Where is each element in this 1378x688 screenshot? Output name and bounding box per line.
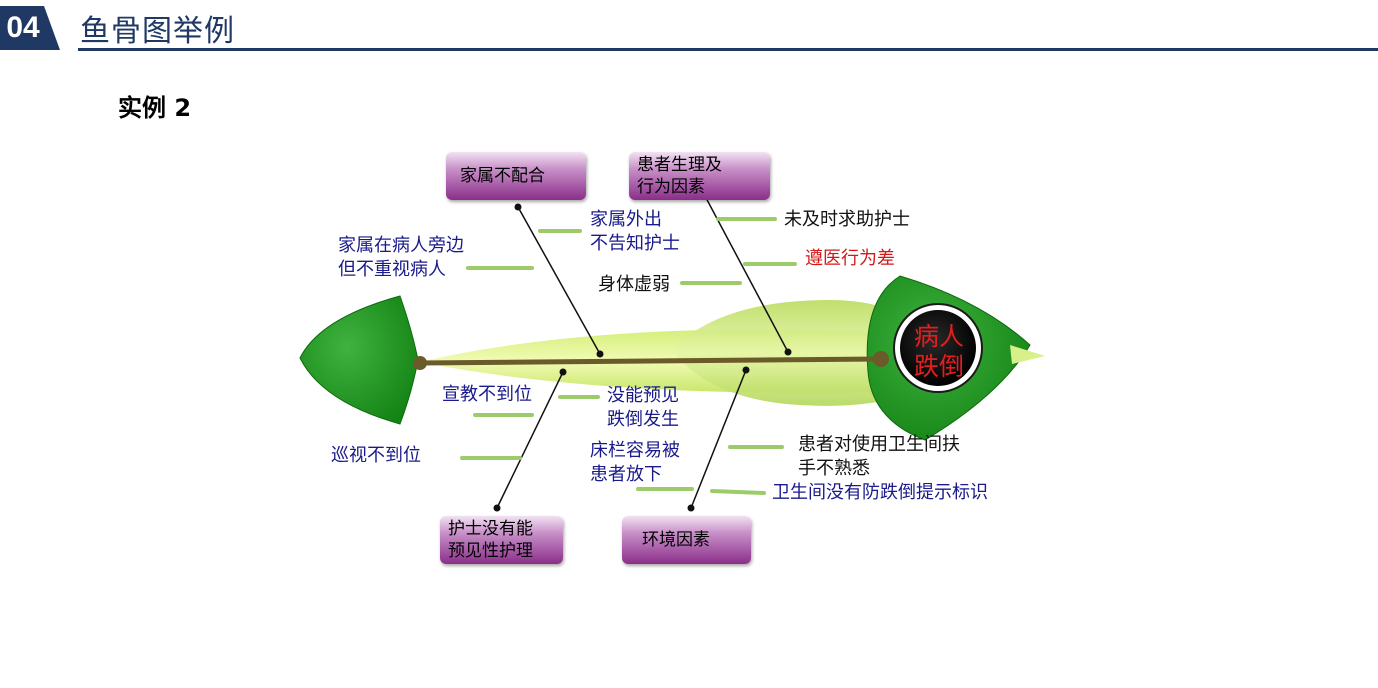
connector (712, 491, 764, 493)
effect-label-line2: 跌倒 (900, 352, 978, 382)
cause-line: 患者放下 (590, 463, 680, 487)
cause-weak-body: 身体虚弱 (598, 273, 670, 297)
category-environment: 环境因素 (622, 516, 751, 564)
cause-family-not-value: 家属在病人旁边 但不重视病人 (338, 234, 464, 282)
cause-line: 床栏容易被 (590, 439, 680, 463)
cause-bathroom-unfamiliar: 患者对使用卫生间扶 手不熟悉 (798, 433, 960, 481)
category-label: 患者生理及 (637, 154, 762, 176)
category-label: 家属不配合 (460, 165, 578, 187)
cause-education: 宣教不到位 (442, 383, 532, 407)
cause-line: 患者对使用卫生间扶 (798, 433, 960, 457)
category-label: 预见性护理 (448, 540, 555, 562)
effect-label: 病人 跌倒 (900, 322, 978, 382)
bone-dot (597, 351, 604, 358)
cause-line: 家属外出 (590, 208, 680, 232)
effect-label-line1: 病人 (900, 322, 978, 352)
category-label: 环境因素 (642, 529, 743, 551)
cause-no-foresee: 没能预见 跌倒发生 (607, 384, 679, 432)
cause-line: 跌倒发生 (607, 408, 679, 432)
cause-line: 家属在病人旁边 (338, 234, 464, 258)
cause-family-out: 家属外出 不告知护士 (590, 208, 680, 256)
spine-end-dot (873, 351, 889, 367)
category-label: 行为因素 (637, 176, 762, 198)
cause-line: 不告知护士 (590, 232, 680, 256)
cause-poor-compliance: 遵医行为差 (805, 247, 895, 271)
cause-patrol: 巡视不到位 (331, 444, 421, 468)
fish-tail (300, 296, 418, 424)
cause-not-asking-nurse: 未及时求助护士 (784, 208, 910, 232)
category-nurse: 护士没有能 预见性护理 (440, 516, 563, 564)
cause-line: 但不重视病人 (338, 258, 464, 282)
bone-dot (688, 505, 695, 512)
spine-start-dot (413, 356, 427, 370)
bone-dot (515, 204, 522, 211)
cause-bedrail: 床栏容易被 患者放下 (590, 439, 680, 487)
category-label: 护士没有能 (448, 518, 555, 540)
cause-line: 手不熟悉 (798, 457, 960, 481)
cause-line: 没能预见 (607, 384, 679, 408)
cause-no-warning-sign: 卫生间没有防跌倒提示标识 (772, 481, 988, 505)
category-patient: 患者生理及 行为因素 (629, 152, 770, 200)
category-family: 家属不配合 (446, 152, 586, 200)
bone-dot (560, 369, 567, 376)
bone-dot (743, 367, 750, 374)
bone-dot (494, 505, 501, 512)
bone-dot (785, 349, 792, 356)
